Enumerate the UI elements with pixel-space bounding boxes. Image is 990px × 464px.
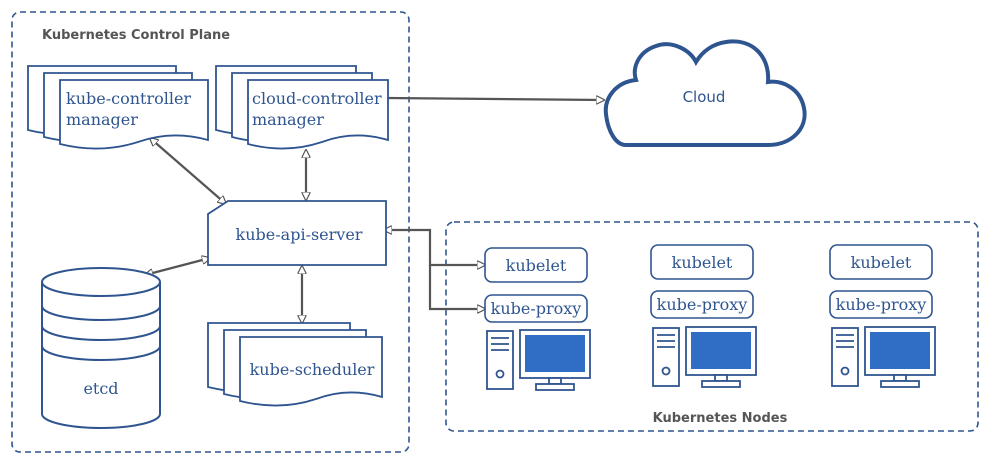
kube-api-server-component: [207, 200, 387, 266]
connector-api-to-kube-proxy: [428, 265, 485, 309]
kube-api-server-label: kube-api-server: [236, 225, 363, 244]
node-3-kubelet-box: [829, 244, 933, 280]
nodes-group: [445, 221, 979, 432]
kube-controller-manager-component: [27, 65, 209, 150]
kube-scheduler-label: kube-scheduler: [250, 360, 375, 379]
node-1-kubelet-label: kubelet: [506, 256, 567, 275]
cloud-controller-manager-component: [215, 65, 389, 150]
node-1-kube-proxy-label: kube-proxy: [491, 299, 582, 318]
node-1: kubelet kube-proxy: [484, 247, 591, 391]
control-plane-title: Kubernetes Control Plane: [42, 28, 230, 43]
etcd-label: etcd: [83, 379, 118, 398]
node-2: kubelet kube-proxy: [650, 244, 757, 388]
node-3-kube-proxy-label: kube-proxy: [836, 295, 927, 314]
node-1-kube-proxy-box: [484, 294, 588, 323]
cloud-shape: [603, 39, 807, 147]
kube-controller-manager-label-line1: kube-controller: [66, 89, 191, 108]
kube-controller-manager-label-line2: manager: [66, 110, 138, 129]
node-1-kubelet-box: [484, 247, 588, 283]
node-3: kubelet kube-proxy: [829, 244, 936, 388]
cloud-controller-manager-label-line2: manager: [252, 110, 324, 129]
node-3-computer-icon: [831, 326, 936, 388]
node-2-kubelet-label: kubelet: [672, 253, 733, 272]
node-2-kubelet-box: [650, 244, 754, 280]
node-1-computer-icon: [486, 329, 591, 391]
connector-api-to-kubelet: [384, 230, 485, 265]
node-2-kube-proxy-box: [650, 290, 754, 319]
connector-api-to-etcd: [145, 258, 210, 275]
etcd-component: [41, 267, 161, 429]
cloud-label: Cloud: [683, 88, 726, 106]
nodes-title: Kubernetes Nodes: [653, 411, 788, 426]
kube-scheduler-component: [207, 322, 383, 407]
node-3-kube-proxy-box: [829, 290, 933, 319]
node-3-kubelet-label: kubelet: [851, 253, 912, 272]
node-2-kube-proxy-label: kube-proxy: [657, 295, 748, 314]
cloud-controller-manager-label-line1: cloud-controller: [252, 89, 382, 108]
connector-cloud-controller-to-cloud: [386, 98, 604, 100]
connector-api-to-kube-controller: [150, 138, 226, 204]
node-2-computer-icon: [652, 326, 757, 388]
